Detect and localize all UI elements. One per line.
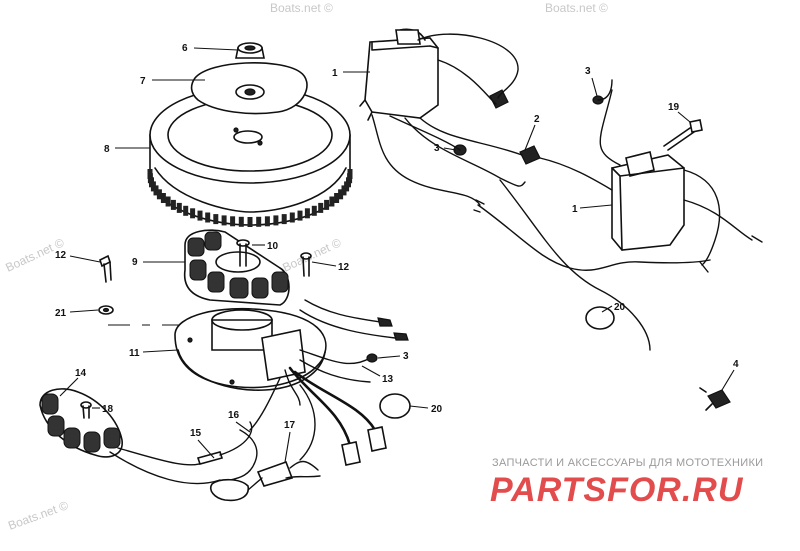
gear-tooth	[205, 212, 211, 223]
lighting-coil	[39, 388, 123, 458]
terminal-3-upper	[592, 79, 613, 105]
gear-tooth	[165, 196, 171, 207]
wiring-harness	[249, 33, 763, 461]
callout-label: 12	[338, 262, 350, 273]
gear-tooth	[297, 210, 303, 221]
gear-tooth	[160, 193, 166, 203]
callout-label: 3	[403, 351, 409, 362]
gear-tooth	[334, 193, 340, 203]
callout-label: 18	[102, 404, 114, 415]
gear-tooth	[338, 189, 344, 200]
callout-label: 1	[572, 204, 578, 215]
callout-label: 17	[284, 420, 296, 431]
screw-12-right	[300, 252, 312, 277]
gear-tooth	[150, 181, 156, 192]
callout-label: 4	[733, 359, 739, 370]
gear-tooth	[281, 214, 287, 225]
gear-tooth	[153, 185, 159, 196]
banner-tagline: ЗАПЧАСТИ И АКСЕССУАРЫ ДЛЯ МОТОТЕХНИКИ	[492, 457, 764, 469]
ignition-module-lower	[611, 151, 685, 251]
temperature-switch	[699, 387, 731, 411]
callout-label: 16	[228, 410, 240, 421]
gear-tooth	[247, 217, 253, 227]
gear-tooth	[156, 189, 162, 200]
callout-label: 3	[585, 66, 591, 77]
bolt-19	[663, 119, 703, 151]
gear-tooth	[289, 212, 295, 223]
callout-label: 12	[55, 250, 67, 261]
grommet-20-lower	[379, 393, 411, 419]
base-plate	[174, 307, 327, 391]
gear-tooth	[230, 216, 236, 227]
watermark: Boats.net ©	[545, 1, 608, 15]
flywheel-nut	[235, 42, 265, 59]
watermark: Boats.net ©	[270, 1, 333, 15]
callout-label: 21	[55, 308, 67, 319]
grommet-20-upper	[585, 306, 615, 330]
callout-label: 15	[190, 428, 202, 439]
washer-21	[98, 305, 114, 315]
ring-gear-teeth	[147, 169, 353, 227]
callout-label: 8	[104, 144, 110, 155]
callout-label: 20	[614, 302, 626, 313]
screw-10	[236, 239, 250, 267]
gear-tooth	[256, 216, 262, 227]
gear-tooth	[311, 205, 317, 216]
callout-label: 1	[332, 68, 338, 79]
stator	[183, 229, 290, 306]
gear-tooth	[341, 185, 347, 196]
lighting-coil-leads	[109, 421, 321, 502]
gear-tooth	[329, 196, 335, 207]
watermark: Boats.net ©	[280, 235, 343, 274]
callout-label: 3	[434, 143, 440, 154]
gear-tooth	[197, 210, 203, 221]
gear-tooth	[304, 208, 310, 219]
harness-terminals	[341, 317, 409, 466]
callout-label: 7	[140, 76, 146, 87]
gear-tooth	[213, 214, 219, 225]
callout-label: 19	[668, 102, 680, 113]
banner-logo: PARTSFOR.RU	[490, 471, 744, 509]
flywheel	[147, 86, 353, 227]
callout-label: 2	[534, 114, 540, 125]
screw-18	[80, 401, 92, 419]
watermark: Boats.net ©	[6, 498, 70, 533]
gear-tooth	[190, 208, 196, 219]
screw-12-left	[99, 254, 112, 283]
gear-tooth	[183, 205, 189, 216]
flywheel-plate	[190, 62, 308, 115]
gear-tooth	[264, 216, 270, 227]
callout-label: 9	[132, 257, 138, 268]
callout-label: 10	[267, 241, 279, 252]
callout-label: 20	[431, 404, 443, 415]
callout-label: 13	[382, 374, 394, 385]
gear-tooth	[318, 202, 324, 213]
gear-tooth	[273, 215, 279, 226]
callout-label: 14	[75, 368, 87, 379]
ignition-module-upper	[359, 28, 439, 121]
gear-tooth	[238, 216, 244, 227]
leader-lines	[59, 47, 735, 463]
gear-tooth	[324, 199, 330, 210]
callout-label: 6	[182, 43, 188, 54]
gear-tooth	[221, 215, 227, 226]
gear-tooth	[347, 169, 353, 179]
gear-tooth	[170, 199, 176, 210]
callout-numbers: 6 7 8 9 10 12 12 21 11 14 18 15 16 17 1 …	[55, 43, 739, 439]
callout-label: 11	[129, 348, 140, 359]
gear-tooth	[176, 202, 182, 213]
